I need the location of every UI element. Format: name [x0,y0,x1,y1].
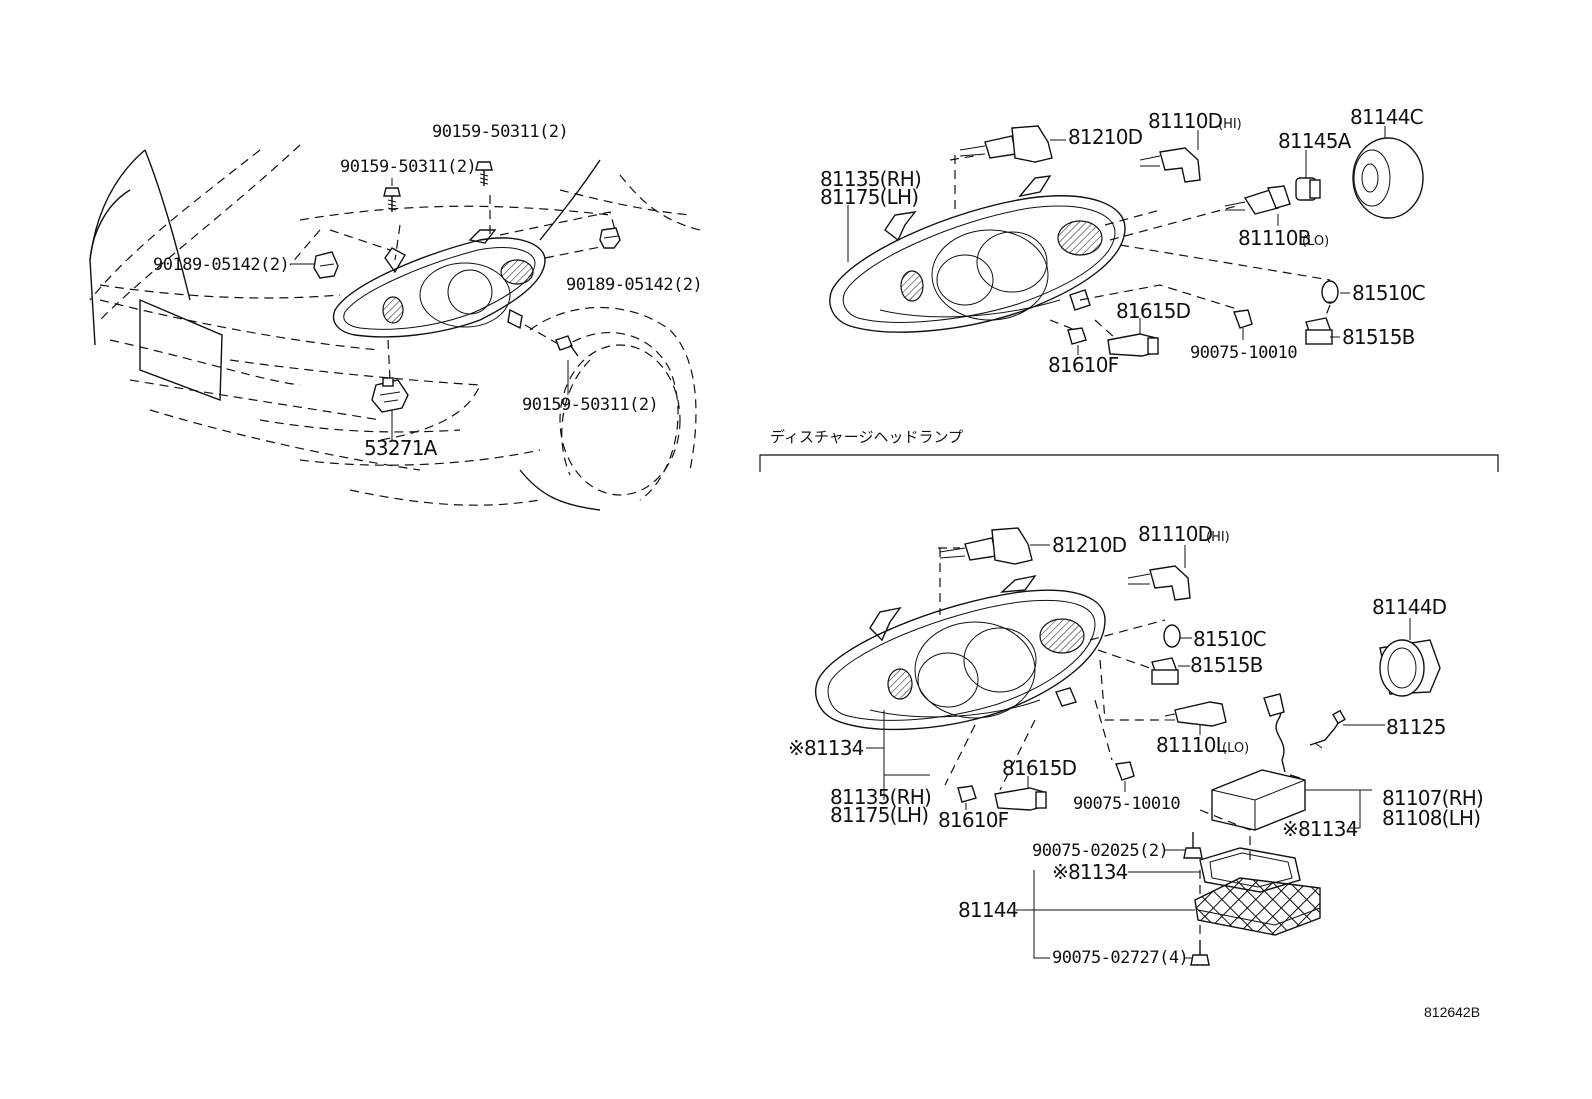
bulb-f-label: 81610F [938,808,1009,832]
standard-headlamp-group: 81210D 81110D (HI) 81145A 81144C 81135(R… [820,105,1426,377]
ballast-rh-label: 81107(RH) [1382,786,1483,810]
lo-bulb-label: 81110L [1156,733,1228,757]
clip-icon [599,227,621,249]
bulb-d-label: 81615D [1116,299,1191,323]
bulb-d-label: 81615D [1002,756,1077,780]
hi-bulb-label: 81110D [1138,522,1213,546]
lamp-lh-label: 81175(LH) [830,803,928,827]
small-bulb-icon [1321,280,1339,304]
igniter-label: 81125 [1386,715,1446,739]
discharge-section-header: ディスチャージヘッドランプ [759,428,1499,472]
clip-icon [313,251,339,279]
clip-right-label: 90189-05142(2) [566,275,702,295]
lo-bulb-icon [1224,185,1291,215]
bracket-label: 53271A [364,436,438,460]
socket-b-icon [1151,657,1179,685]
bulb-icon [959,125,1053,163]
bracket-icon [371,377,409,413]
cover-d-label: 81144D [1372,595,1447,619]
bulb-f-icon [1067,327,1087,345]
hi-bulb-label: 81110D [1148,109,1223,133]
vehicle-front-illustration: 90159-50311(2) 90159-50311(2) 90189-0514… [89,122,703,511]
bulb-f-label: 81610F [1048,353,1119,377]
hi-tag-label: (HI) [1206,530,1230,545]
discharge-headlamp-group: 81210D 81110D (HI) 81510C 81515B 81144D … [788,522,1484,968]
clip-left-label: 90189-05142(2) [153,255,289,275]
ballast-icon [1211,693,1306,831]
section-title: ディスチャージヘッドランプ [770,428,963,446]
bolt-icon [475,161,493,186]
lo-tag-label: (LO) [1302,234,1329,249]
bolt-upper-label: 90159-50311(2) [432,122,568,142]
screw-label: 90075-10010 [1073,794,1180,814]
bulb-d-icon [994,787,1047,811]
lo-bulb-label: 81110B [1238,226,1311,250]
bulb-bracket-label: 81210D [1052,533,1127,557]
ballast-lh-label: 81108(LH) [1382,806,1480,830]
screw-label: 90075-10010 [1190,343,1297,363]
bolt-icon [555,335,579,357]
lo-bulb-icon [1164,701,1227,727]
screw-icon [1115,761,1135,781]
cover-label: 81144C [1350,105,1423,129]
bulb-c-label: 81510C [1193,627,1266,651]
bolt-icon [1183,832,1203,859]
cover-icon [1352,137,1424,219]
headlamp-assembly-upper [829,175,1126,333]
bulb-f-icon [957,785,977,803]
headlamp-assembly-left [332,229,546,338]
socket-b-icon [1305,317,1333,345]
lamp-lh-label: 81175(LH) [820,185,918,209]
screw-icon [1233,309,1253,329]
hi-bulb-icon [1139,147,1201,183]
lo-tag-label: (LO) [1222,741,1249,756]
socket-icon [1295,177,1321,201]
socket-b-label: 81515B [1190,653,1263,677]
hi-bulb-icon [1127,565,1191,601]
cover-plate-icon [1194,847,1321,936]
note-ballast-label: ※81134 [1282,817,1358,841]
bolt-icon [1190,940,1210,966]
bolt-upper2-label: 90159-50311(2) [340,157,476,177]
small-bulb-icon [1163,624,1181,648]
figure-id: 812642B [1424,1004,1480,1020]
igniter-icon [1309,709,1346,749]
hi-tag-label: (HI) [1218,117,1242,132]
lamp-rh-label: 81135(RH) [820,167,921,191]
cover-d-icon [1379,639,1441,697]
bulb-d-icon [1107,333,1159,357]
bolt-icon [383,187,401,212]
bolt-ballast-label: 90075-02025(2) [1032,841,1168,861]
bolt-cover-label: 90075-02727(4) [1052,948,1188,968]
cover-plate-label: 81144 [958,898,1018,922]
headlamp-assembly-lower [815,574,1106,731]
bulb-bracket-label: 81210D [1068,125,1143,149]
bulb-icon [939,527,1033,565]
note-lamp-label: ※81134 [788,736,864,760]
lamp-rh-label: 81135(RH) [830,785,931,809]
bolt-lower-label: 90159-50311(2) [522,395,658,415]
note-cover-label: ※81134 [1052,860,1128,884]
bulb-c-label: 81510C [1352,281,1425,305]
socket-label: 81145A [1278,129,1352,153]
socket-b-label: 81515B [1342,325,1415,349]
